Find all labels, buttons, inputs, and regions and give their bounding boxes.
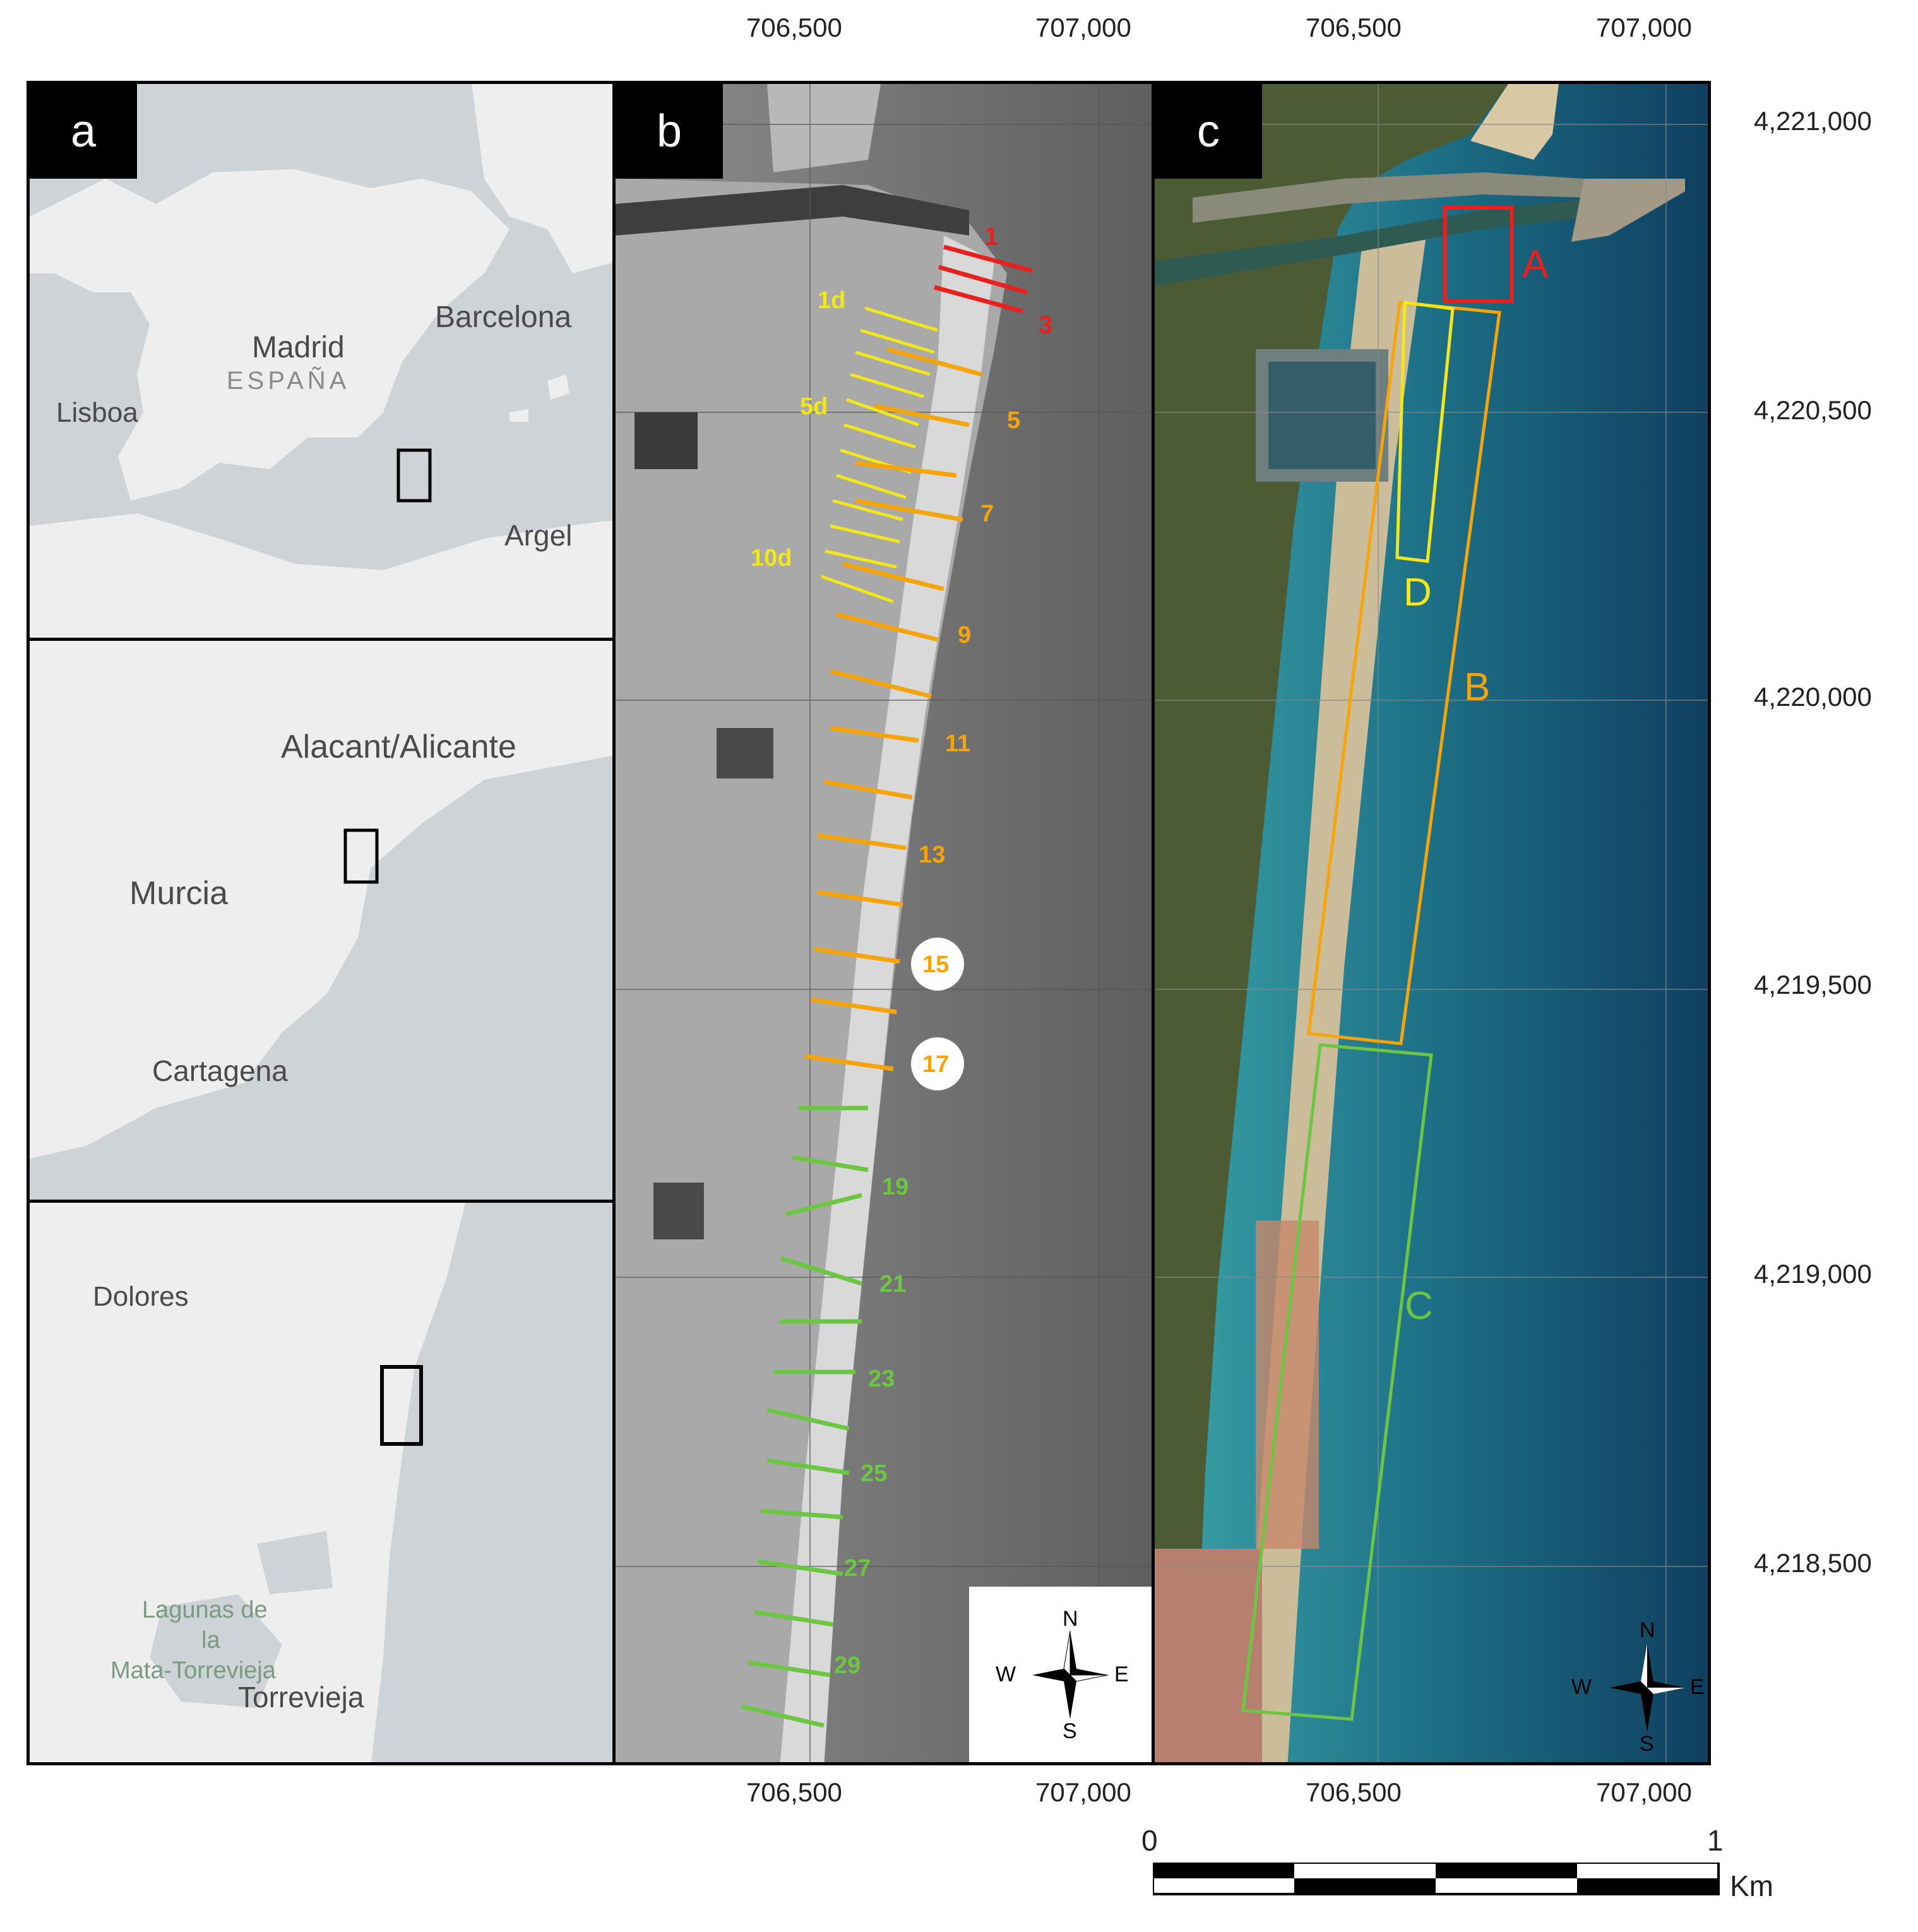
profile-label-19: 19: [882, 1174, 909, 1200]
compass-n-b: N: [1063, 1607, 1078, 1631]
lagoon-label-2: la: [201, 1627, 220, 1654]
lagoon-label-3: Mata-Torrevieja: [110, 1657, 276, 1684]
top-tick-c-1: 706,500: [1306, 13, 1402, 42]
right-tick-5: 4,219,000: [1754, 1259, 1872, 1289]
zone-label-b: B: [1464, 665, 1491, 709]
right-tick-4: 4,219,500: [1754, 970, 1872, 999]
compass-e-c: E: [1690, 1675, 1705, 1699]
profile-label-7: 7: [980, 501, 994, 527]
locator-box-2: [343, 828, 379, 884]
profile-label-1d: 1d: [818, 287, 846, 314]
lagoon-label-1: Lagunas de: [142, 1597, 268, 1623]
profile-label-3: 3: [1039, 311, 1053, 339]
profile-label-23: 23: [868, 1366, 895, 1392]
top-tick-b-1: 706,500: [746, 13, 842, 42]
zone-box-d: [1395, 301, 1455, 563]
city-barcelona: Barcelona: [435, 301, 572, 334]
zone-box-a: [1443, 206, 1514, 303]
compass-rose-icon: [1032, 1630, 1109, 1719]
inset-map-torrevieja: Dolores Lagunas de la Mata-Torrevieja To…: [27, 1200, 616, 1765]
zone-box-c: [1241, 1043, 1433, 1721]
locator-box-1: [396, 448, 432, 503]
right-tick-6: 4,218,500: [1754, 1548, 1872, 1578]
iberia-land: [30, 84, 613, 638]
panel-c-label: c: [1155, 84, 1262, 179]
profile-label-5: 5: [1007, 407, 1021, 434]
city-murcia: Murcia: [129, 875, 229, 912]
locator-box-3: [380, 1365, 423, 1446]
profile-label-1: 1: [984, 223, 999, 251]
compass-s-c: S: [1640, 1732, 1654, 1756]
right-tick-2: 4,220,500: [1754, 395, 1872, 425]
compass-rose-c-icon: [1609, 1643, 1685, 1732]
profile-label-10d: 10d: [751, 545, 792, 571]
profile-label-17: 17: [922, 1051, 950, 1078]
aerial-photo-historical: 1 3 1d 5d 10d 5 7 9 11 13 15 17 19 21 23…: [612, 81, 1157, 1765]
zone-box-b: [1307, 301, 1501, 1046]
aerial-photo-recent: A B D C N S W E c: [1152, 81, 1711, 1765]
city-torrevieja: Torrevieja: [238, 1681, 364, 1714]
city-lisboa: Lisboa: [56, 397, 138, 428]
city-cartagena: Cartagena: [152, 1054, 288, 1087]
murcia-land: [30, 641, 613, 1159]
city-alicante: Alacant/Alicante: [281, 729, 516, 765]
zone-label-d: D: [1403, 571, 1432, 614]
profile-label-13: 13: [919, 842, 946, 868]
profile-label-9: 9: [958, 622, 972, 648]
compass-s-b: S: [1063, 1719, 1077, 1743]
scale-label-end: 1: [1707, 1824, 1724, 1857]
bottom-tick-b-1: 706,500: [746, 1777, 842, 1807]
scale-label-start: 0: [1141, 1824, 1158, 1857]
bottom-tick-b-2: 707,000: [1035, 1777, 1131, 1807]
inset-map-murcia: Alacant/Alicante Murcia Cartagena: [27, 638, 616, 1205]
profile-label-27: 27: [844, 1555, 871, 1582]
profile-label-25: 25: [861, 1460, 888, 1487]
bottom-tick-c-2: 707,000: [1596, 1777, 1692, 1807]
aerial-historical-canvas: [616, 84, 1153, 1762]
torrevieja-land: [30, 1203, 465, 1762]
profile-label-5d: 5d: [800, 393, 828, 420]
compass-e-b: E: [1114, 1662, 1129, 1686]
inset-map-iberia: Madrid ESPAÑA Barcelona Lisboa Argel a: [27, 81, 616, 641]
panel-a-label: a: [30, 84, 137, 179]
city-argel: Argel: [504, 519, 573, 552]
zone-label-a: A: [1522, 242, 1549, 286]
scale-unit: Km: [1730, 1869, 1773, 1902]
city-madrid: Madrid: [252, 331, 345, 364]
country-espana: ESPAÑA: [227, 367, 350, 395]
city-dolores: Dolores: [93, 1281, 189, 1312]
panel-b-label: b: [616, 84, 723, 179]
profile-label-29: 29: [834, 1652, 861, 1679]
bottom-tick-c-1: 706,500: [1306, 1777, 1402, 1807]
compass-n-c: N: [1640, 1618, 1655, 1642]
top-tick-c-2: 707,000: [1596, 13, 1692, 42]
top-tick-b-2: 707,000: [1035, 13, 1131, 42]
profile-label-21: 21: [879, 1271, 907, 1297]
zone-label-c: C: [1405, 1284, 1433, 1328]
compass-w-b: W: [996, 1662, 1016, 1686]
right-tick-1: 4,221,000: [1754, 106, 1872, 136]
profile-label-15: 15: [922, 951, 950, 978]
profile-label-11: 11: [945, 730, 971, 757]
aerial-recent-canvas: [1155, 84, 1708, 1762]
compass-w-c: W: [1571, 1675, 1592, 1699]
scale-bar: [1153, 1863, 1720, 1895]
right-tick-3: 4,220,000: [1754, 682, 1872, 712]
